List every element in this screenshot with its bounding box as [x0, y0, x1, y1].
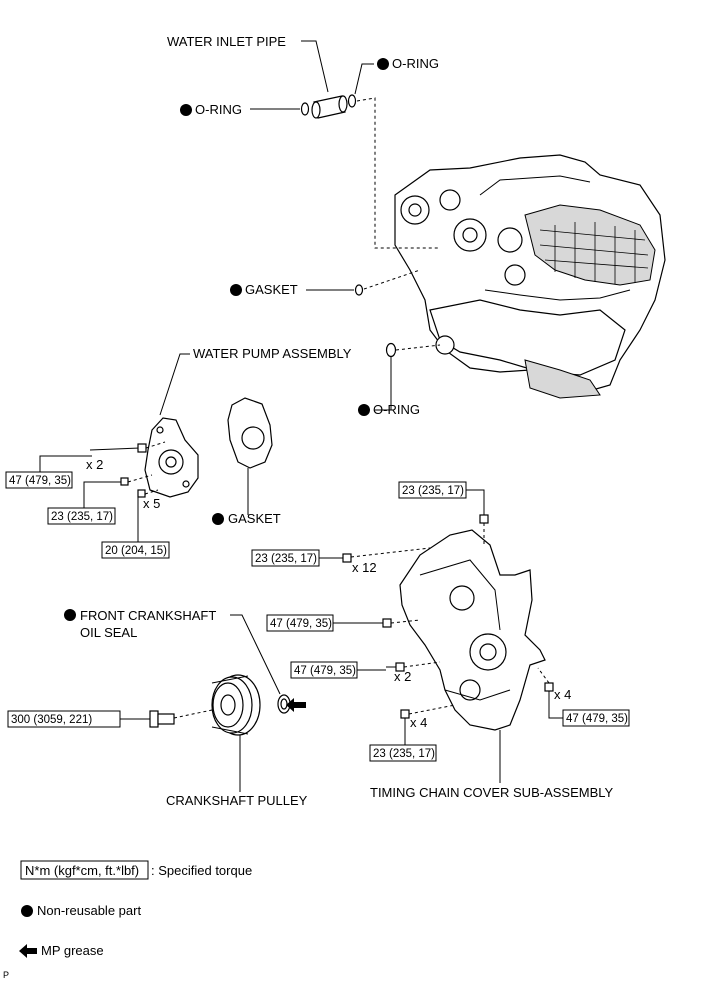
- qty-pump-x5: x 5: [143, 496, 160, 511]
- o-ring-lower-part: [385, 342, 397, 358]
- torque-box: [47, 507, 116, 525]
- torque-box: [5, 471, 73, 489]
- non-reusable-icon: [21, 905, 33, 917]
- torque-cover-23-x4: 23 (235, 17): [373, 748, 435, 760]
- torque-pulley-300: 300 (3059, 221): [11, 714, 92, 726]
- non-reusable-icon: [180, 104, 192, 116]
- torque-pump-23: 23 (235, 17): [51, 511, 113, 523]
- corner-mark: P: [3, 970, 9, 980]
- label-crankshaft-pulley: CRANKSHAFT PULLEY: [166, 793, 308, 808]
- qty-cover-x4-bottom: x 4: [410, 715, 427, 730]
- label-timing-chain-cover: TIMING CHAIN COVER SUB-ASSEMBLY: [370, 785, 614, 800]
- grease-arrow-icon: [19, 944, 37, 958]
- engine-block-illustration: [394, 154, 666, 399]
- torque-pump-47: 47 (479, 35): [9, 475, 71, 487]
- legend-grease: MP grease: [41, 943, 104, 958]
- label-gasket-upper: GASKET: [245, 282, 298, 297]
- label-o-ring-lower: O-RING: [373, 402, 420, 417]
- qty-pump-x2: x 2: [86, 457, 103, 472]
- torque-cover-23-x12: 23 (235, 17): [255, 553, 317, 565]
- label-front-crankshaft-2: OIL SEAL: [80, 625, 137, 640]
- torque-cover-47-x4: 47 (479, 35): [566, 713, 628, 725]
- legend-non-reusable: Non-reusable part: [37, 903, 141, 918]
- timing-chain-cover-part: [399, 529, 546, 731]
- non-reusable-icon: [230, 284, 242, 296]
- non-reusable-icon: [64, 609, 76, 621]
- non-reusable-icon: [358, 404, 370, 416]
- legend-torque-units: N*m (kgf*cm, ft.*lbf): [25, 863, 139, 878]
- torque-cover-47-a: 47 (479, 35): [270, 618, 332, 630]
- pump-gasket-part: [227, 397, 273, 469]
- label-gasket-pump: GASKET: [228, 511, 281, 526]
- label-o-ring-top-left: O-RING: [195, 102, 242, 117]
- torque-box: [101, 541, 170, 559]
- torque-box: [369, 744, 437, 762]
- o-ring-left-part: [300, 102, 310, 116]
- non-reusable-icon: [212, 513, 224, 525]
- legend-torque-text: : Specified torque: [151, 863, 252, 878]
- non-reusable-icon: [377, 58, 389, 70]
- crankshaft-pulley-bolt-part: [149, 710, 175, 728]
- label-water-inlet-pipe: WATER INLET PIPE: [167, 34, 286, 49]
- torque-cover-top-23: 23 (235, 17): [402, 485, 464, 497]
- grease-arrow-icon: [286, 698, 306, 712]
- torque-box: [562, 709, 630, 727]
- legend: N*m (kgf*cm, ft.*lbf) : Specified torque…: [19, 860, 252, 958]
- o-ring-right-part: [347, 94, 357, 108]
- water-pump-assembly-part: [144, 417, 199, 498]
- label-front-crankshaft-1: FRONT CRANKSHAFT: [80, 608, 216, 623]
- qty-cover-x12: x 12: [352, 560, 377, 575]
- qty-cover-x2: x 2: [394, 669, 411, 684]
- legend-torque-box: [20, 860, 149, 880]
- gasket-upper-part: [354, 284, 364, 296]
- torque-cover-47-x2: 47 (479, 35): [294, 665, 356, 677]
- water-inlet-pipe-part: [311, 95, 348, 119]
- label-water-pump-assembly: WATER PUMP ASSEMBLY: [193, 346, 352, 361]
- torque-pump-20: 20 (204, 15): [105, 545, 167, 557]
- crankshaft-pulley-part: [211, 674, 261, 736]
- qty-cover-x4-right: x 4: [554, 687, 571, 702]
- label-o-ring-top-right: O-RING: [392, 56, 439, 71]
